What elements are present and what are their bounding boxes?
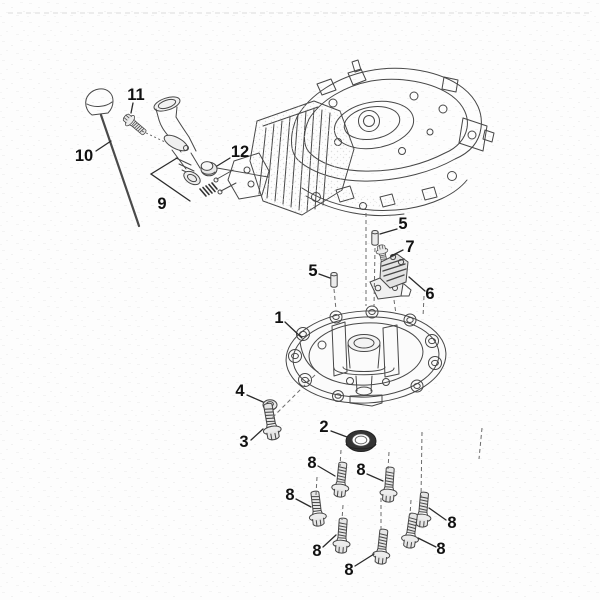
leader-lines [95, 102, 447, 567]
grommet-part-12 [200, 161, 269, 178]
alignment-dotted-lines [141, 130, 168, 144]
crankcase-cover-part-1 [285, 305, 447, 407]
callout-3[interactable]: 3 [239, 433, 248, 451]
callout-8-a[interactable]: 8 [307, 454, 316, 472]
callout-5-b[interactable]: 5 [308, 262, 317, 280]
callout-8-d[interactable]: 8 [447, 514, 456, 532]
dowel-pin-part-5-b [330, 271, 338, 288]
callout-11[interactable]: 11 [127, 86, 144, 104]
callout-10[interactable]: 10 [75, 147, 93, 165]
callout-12[interactable]: 12 [231, 143, 249, 161]
assembly-guide-lines [271, 213, 483, 530]
callout-4[interactable]: 4 [235, 382, 245, 400]
intake-bracket [213, 152, 270, 200]
callouts: 11 10 12 9 5 7 5 6 1 4 3 2 8 8 8 8 8 8 8 [75, 86, 457, 579]
callout-2[interactable]: 2 [319, 418, 328, 436]
callout-6[interactable]: 6 [425, 285, 434, 303]
callout-9[interactable]: 9 [157, 195, 166, 213]
callout-8-f[interactable]: 8 [312, 542, 321, 560]
callout-1[interactable]: 1 [274, 309, 283, 327]
dipstick-part-10 [85, 88, 141, 228]
oil-seal-part-2 [345, 430, 377, 452]
callout-8-e[interactable]: 8 [436, 540, 445, 558]
oil-pump-part-6 [369, 253, 412, 300]
engine-assembly [213, 59, 495, 217]
oil-filler-tube-part-9 [153, 96, 218, 197]
dipstick-rod [99, 113, 141, 228]
callout-8-c[interactable]: 8 [285, 486, 294, 504]
spring-clip [199, 182, 218, 197]
callout-5-a[interactable]: 5 [398, 215, 407, 233]
callout-7[interactable]: 7 [405, 238, 414, 256]
callout-8-g[interactable]: 8 [344, 561, 353, 579]
dowel-pin-part-5-a [371, 229, 379, 246]
callout-8-b[interactable]: 8 [356, 461, 365, 479]
cover-bolt-holes [288, 305, 442, 402]
